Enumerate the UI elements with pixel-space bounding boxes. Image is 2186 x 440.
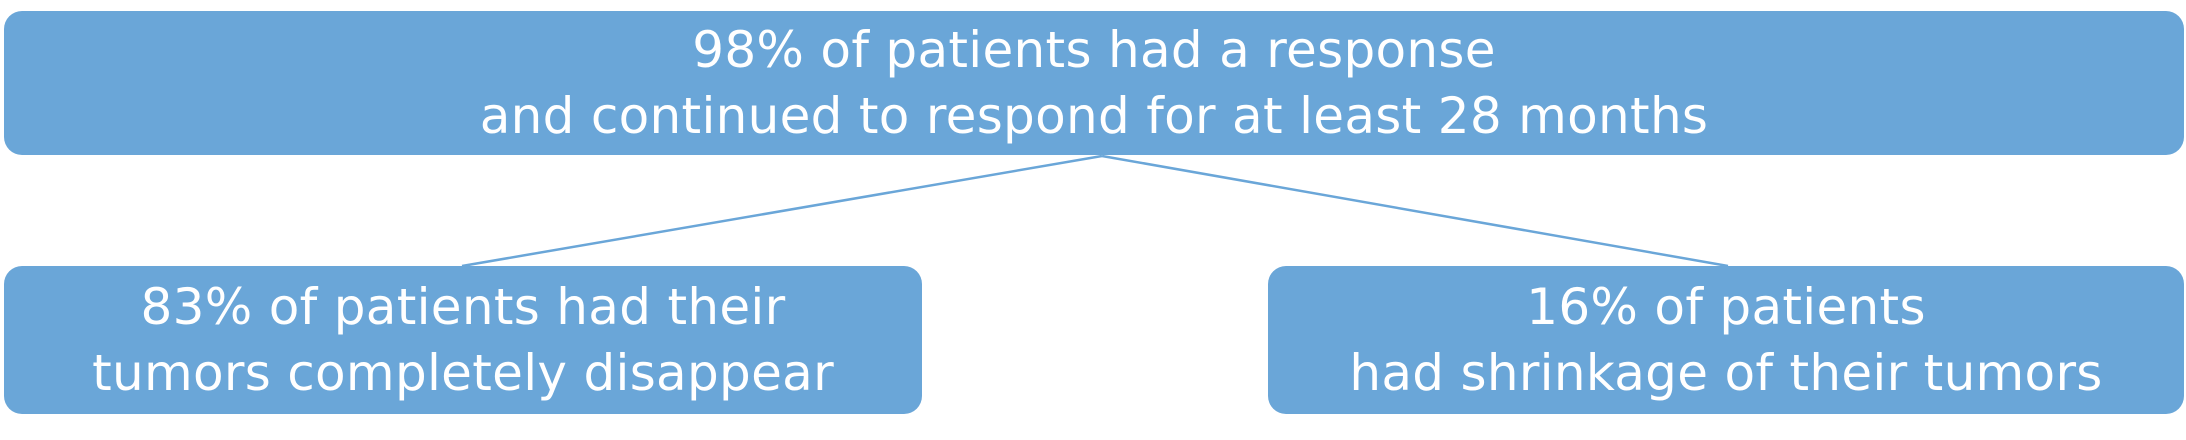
top-summary-line-1: 98% of patients had a response xyxy=(692,21,1496,79)
complete-response-line-1: 83% of patients had their xyxy=(140,278,786,336)
top-summary-box: 98% of patients had a response and conti… xyxy=(4,11,2184,155)
connector-to-right-box xyxy=(1101,154,1729,268)
complete-response-box: 83% of patients had their tumors complet… xyxy=(4,266,922,414)
partial-response-box: 16% of patients had shrinkage of their t… xyxy=(1268,266,2184,414)
connector-to-left-box xyxy=(461,154,1103,268)
top-summary-line-2: and continued to respond for at least 28… xyxy=(479,87,1709,145)
partial-response-line-2: had shrinkage of their tumors xyxy=(1349,344,2103,402)
complete-response-line-2: tumors completely disappear xyxy=(92,344,834,402)
partial-response-line-1: 16% of patients xyxy=(1526,278,1926,336)
